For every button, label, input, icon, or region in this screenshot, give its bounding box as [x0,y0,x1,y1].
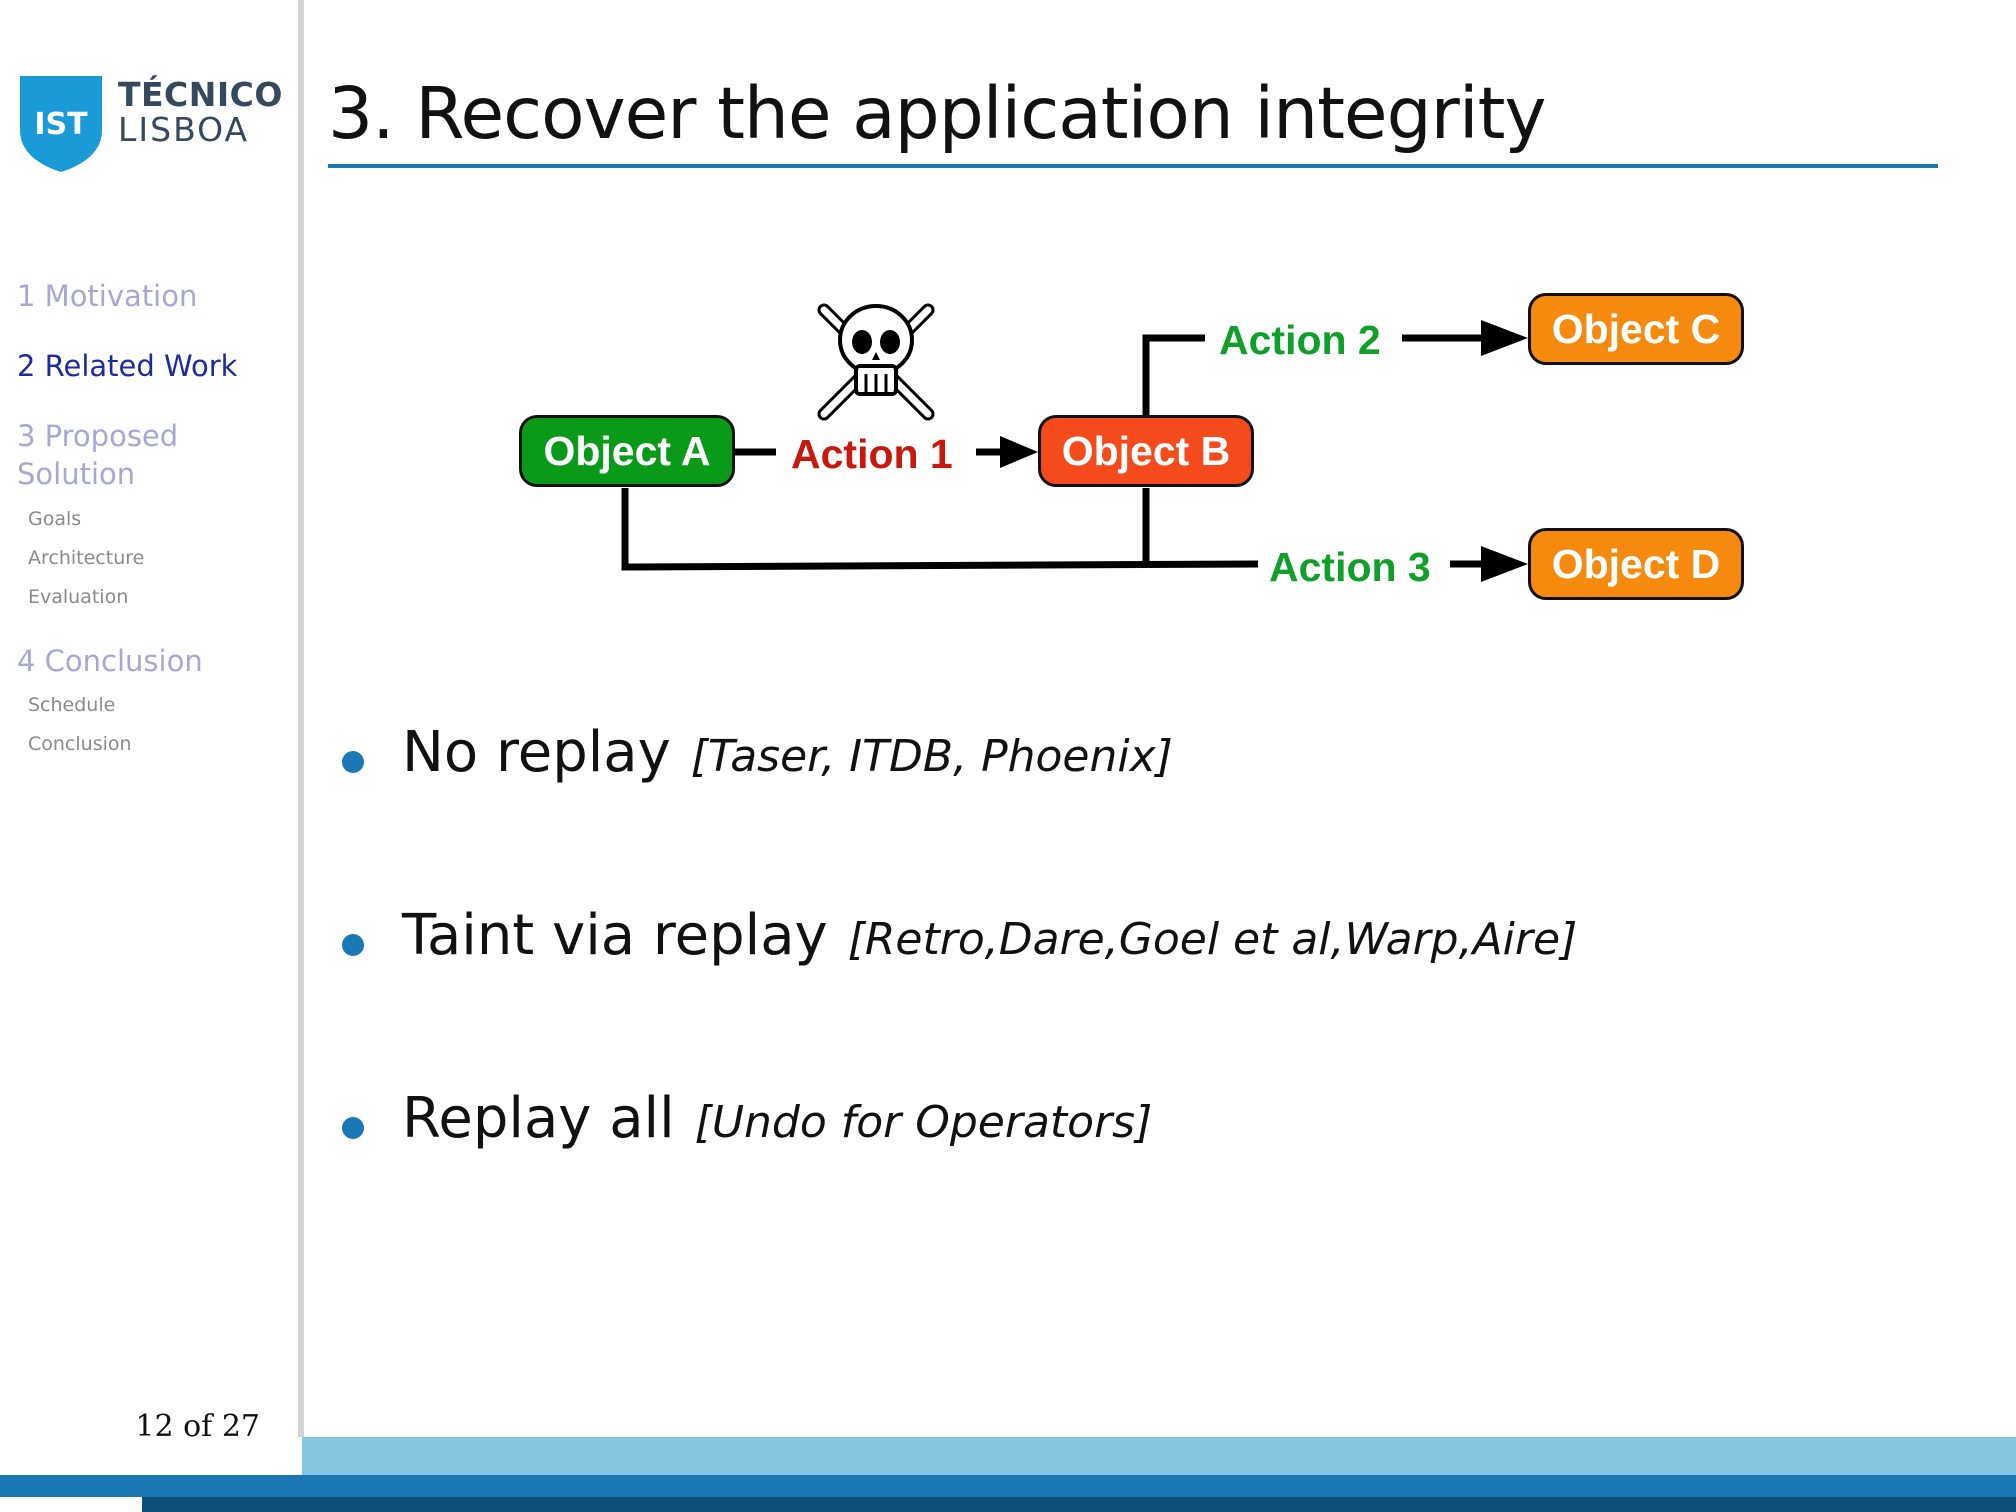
bullet-no-replay: No replay [Taser, ITDB, Phoenix] [342,720,1902,800]
tecnico-lisboa-logo[interactable]: IST TÉCNICO LISBOA [18,72,282,176]
toc-subsection-architecture[interactable]: Architecture [28,547,145,569]
skull-crossbones-icon [817,303,935,421]
bullet-text: Taint via replay [402,903,828,968]
arrow-to-object-d [1481,546,1528,582]
connector-b-action2 [1142,334,1205,416]
slide-title: 3. Recover the application integrity [328,72,1546,155]
sidebar: IST TÉCNICO LISBOA 1 Motivation 2 Relate… [0,0,298,1437]
toc-section-conclusion[interactable]: 4 Conclusion [17,644,203,678]
diagram-connectors [621,303,1528,582]
toc-section-proposed-line-2: Solution [17,457,136,491]
svg-text:IST: IST [34,107,88,142]
connector-a-action3 [621,488,1259,571]
bullet-citation: [Taser, ITDB, Phoenix] [690,731,1173,782]
arrow-to-object-b [1000,436,1038,468]
bullet-taint-via-replay: Taint via replay [Retro,Dare,Goel et al,W… [342,903,1902,983]
bullet-dot [342,934,364,956]
bullet-citation: [Undo for Operators] [694,1097,1153,1148]
toc-subsection-schedule[interactable]: Schedule [28,694,116,716]
toc-subsection-conclusion[interactable]: Conclusion [28,733,132,755]
logo-line-2: LISBOA [118,110,250,149]
action-3-label: Action 3 [1269,544,1431,590]
object-c-node: Object C [1528,293,1744,365]
object-b-node: Object B [1038,415,1254,487]
bullet-text: No replay [402,720,671,785]
bullet-dot [342,751,364,773]
toc-subsection-goals[interactable]: Goals [28,508,82,530]
footer-bar-light [302,1437,2016,1475]
action-1-label: Action 1 [791,431,953,477]
toc-section-related-work[interactable]: 2 Related Work [17,349,238,383]
logo-line-1: TÉCNICO [118,75,283,114]
ist-shield-icon: IST [20,76,102,172]
bullet-citation: [Retro,Dare,Goel et al,Warp,Aire] [847,914,1578,965]
toc-section-proposed-line-1: 3 Proposed [17,419,179,453]
integrity-diagram: Object A Action 1 Object B Action 2 Obje… [0,0,2016,700]
bullet-dot [342,1117,364,1139]
bullet-replay-all: Replay all [Undo for Operators] [342,1086,1902,1166]
arrow-to-object-c [1481,320,1528,356]
toc-section-proposed-solution[interactable]: 3 Proposed Solution [17,417,178,493]
action-2-label: Action 2 [1219,317,1381,363]
footer-bar-accent [0,1475,2016,1497]
object-d-node: Object D [1528,528,1744,600]
title-underline [328,164,1938,168]
sidebar-divider [298,0,304,1437]
footer-bar-dark [142,1497,2016,1512]
page-number: 12 of 27 [135,1409,260,1444]
toc-section-motivation[interactable]: 1 Motivation [17,279,198,313]
logo-wordmark: TÉCNICO LISBOA [118,78,283,146]
bullet-text: Replay all [402,1086,675,1151]
object-a-node: Object A [519,415,735,487]
toc-subsection-evaluation[interactable]: Evaluation [28,586,129,608]
